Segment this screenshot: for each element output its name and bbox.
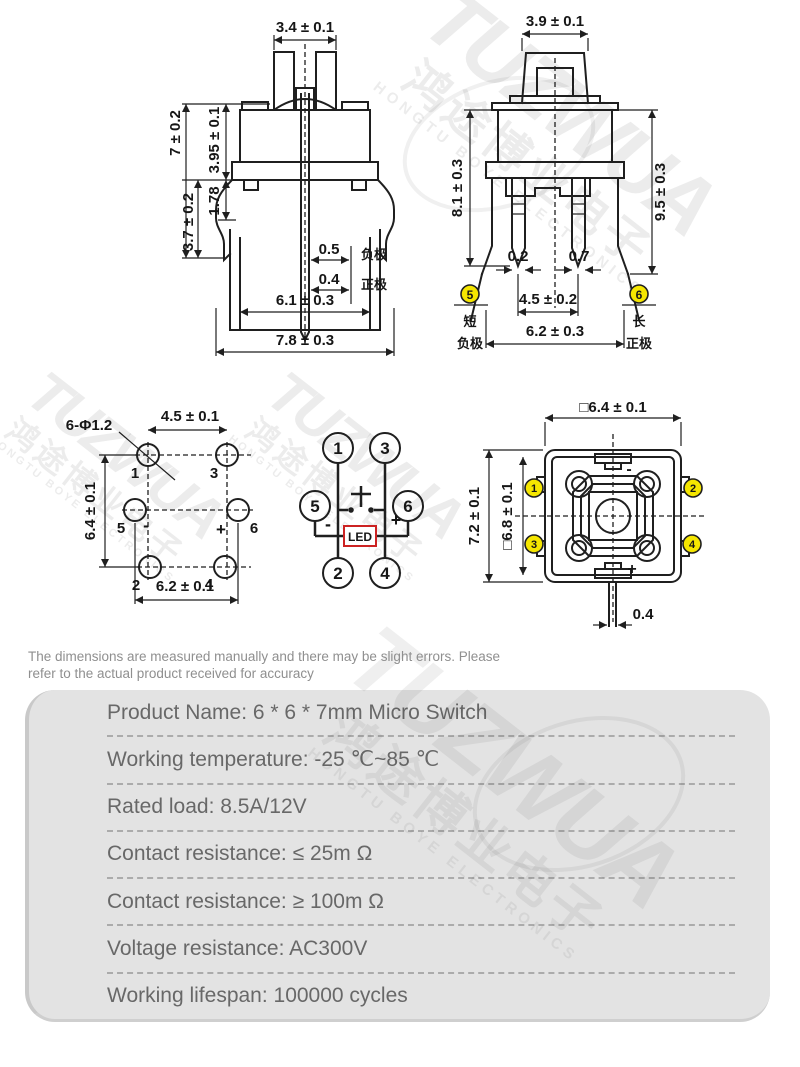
pin2-number: 2: [333, 564, 342, 583]
spec-row-voltage-resistance: Voltage resistance: AC300V: [107, 926, 735, 974]
bottom-pin-numbers: 1 3 5 - 6 + 2 4: [117, 465, 258, 594]
top-switch-outline: [515, 434, 707, 627]
minus-mark: -: [143, 516, 149, 535]
pin4-number: 4: [205, 576, 214, 593]
side-view-drawing: 3.9 ± 0.1 8.1 ± 0.3 9.5 ± 0.3 0.2 0.7 4.…: [449, 13, 669, 351]
dim-label-pin-neg-width: 0.5: [319, 241, 340, 258]
spec-row-rated-load: Rated load: 8.5A/12V: [107, 785, 735, 832]
minus-mark: -: [325, 514, 331, 534]
circuit-diagram: LED 1 3 5 6 2 4 - +: [299, 432, 424, 589]
side-dimensions: 3.9 ± 0.1 8.1 ± 0.3 9.5 ± 0.3 0.2 0.7 4.…: [449, 13, 669, 348]
front-dimensions: 3.4 ± 0.1 7 ± 0.2 3.7 ± 0.2 3.95 ± 0.1 1…: [167, 19, 395, 356]
pin6-number: 6: [250, 520, 258, 537]
disclaimer-note: The dimensions are measured manually and…: [28, 648, 500, 682]
minus-mark: -: [626, 461, 631, 478]
disclaimer-line-1: The dimensions are measured manually and…: [28, 649, 500, 664]
spec-text: Working temperature: -25 ℃~85 ℃: [107, 748, 440, 772]
label-positive-pole: 正极: [361, 277, 388, 292]
dim-label-bottom-top: 4.5 ± 0.1: [161, 408, 219, 425]
disclaimer-line-2: refer to the actual product received for…: [28, 666, 314, 681]
dim-label-front-total-height: 7 ± 0.2: [167, 110, 184, 156]
pin5-pole-label: 负极: [457, 336, 484, 351]
dim-label-top-outer-height: 7.2 ± 0.1: [466, 487, 483, 545]
circuit-wires: LED: [313, 463, 410, 558]
plus-mark: +: [391, 510, 402, 530]
dim-label-bottom-width: 6.2 ± 0.1: [156, 578, 214, 595]
pin6-pole-label: 正极: [626, 336, 653, 351]
dim-label-front-leg-height: 1.78: [206, 186, 223, 215]
dim-label-front-outer-width: 7.8 ± 0.3: [276, 332, 334, 349]
spec-row-contact-resistance-min: Contact resistance: ≥ 100m Ω: [107, 879, 735, 927]
pin6-callout: 6 长 正极: [622, 284, 656, 351]
spec-row-working-lifespan: Working lifespan: 100000 cycles: [107, 974, 735, 1019]
spec-text: Contact resistance: ≤ 25m Ω: [107, 842, 373, 866]
pin1-number: 1: [333, 439, 342, 458]
spec-text: Voltage resistance: AC300V: [107, 937, 368, 961]
dim-label-side-outer-width: 6.2 ± 0.3: [526, 323, 584, 340]
pin4-badge: 4: [689, 539, 696, 551]
dim-label-front-inner-width: 6.1 ± 0.3: [276, 292, 334, 309]
pin6-number: 6: [636, 288, 643, 302]
bottom-dimensions: 6-Φ1.2 4.5 ± 0.1 6.4 ± 0.1 6.2 ± 0.1: [66, 408, 239, 604]
spec-text: Working lifespan: 100000 cycles: [107, 984, 408, 1008]
pin5-number: 5: [467, 288, 474, 302]
spec-text: Rated load: 8.5A/12V: [107, 795, 307, 819]
dim-label-side-left-height: 8.1 ± 0.3: [449, 159, 466, 217]
pin3-number: 3: [210, 465, 218, 482]
spec-row-working-temperature: Working temperature: -25 ℃~85 ℃: [107, 737, 735, 785]
pin6-number: 6: [403, 497, 412, 516]
front-view-drawing: 3.4 ± 0.1 7 ± 0.2 3.7 ± 0.2 3.95 ± 0.1 1…: [167, 19, 395, 356]
circuit-pins: 1 3 5 6 2 4 - +: [299, 432, 424, 589]
bottom-view-drawing: 6-Φ1.2 4.5 ± 0.1 6.4 ± 0.1 6.2 ± 0.1 1 3…: [66, 408, 258, 604]
dim-label-top-inner-height: □6.8 ± 0.1: [499, 482, 516, 549]
dim-label-top-width: □6.4 ± 0.1: [579, 399, 646, 416]
pin1-number: 1: [131, 465, 139, 482]
pin6-length-tag: 长: [632, 314, 646, 329]
pin4-number: 4: [380, 564, 390, 583]
pin5-number: 5: [310, 497, 319, 516]
plus-mark: +: [216, 520, 226, 539]
pin3-badge: 3: [531, 539, 537, 551]
spec-text: Contact resistance: ≥ 100m Ω: [107, 889, 385, 913]
dim-label-front-body-height: 3.95 ± 0.1: [206, 107, 223, 174]
pin5-callout: 5 短 负极: [454, 284, 488, 351]
hole-spec-label: 6-Φ1.2: [66, 417, 113, 434]
dim-label-side-top: 3.9 ± 0.1: [526, 13, 584, 30]
spec-text: Product Name: 6 * 6 * 7mm Micro Switch: [107, 700, 488, 724]
top-dimensions: □6.4 ± 0.1 7.2 ± 0.1 □6.8 ± 0.1 0.4: [466, 399, 682, 629]
spec-row-contact-resistance-max: Contact resistance: ≤ 25m Ω: [107, 832, 735, 880]
spec-row-product-name: Product Name: 6 * 6 * 7mm Micro Switch: [107, 690, 735, 738]
led-label: LED: [348, 530, 372, 544]
dim-label-front-top: 3.4 ± 0.1: [276, 19, 334, 36]
pin2-number: 2: [132, 577, 140, 594]
bottom-pin-holes: [118, 431, 253, 580]
plus-mark: +: [627, 561, 636, 578]
dim-label-pin-left-width: 0.2: [508, 248, 529, 265]
pin5-number: 5: [117, 520, 125, 537]
label-negative-pole: 负极: [361, 247, 388, 262]
dim-label-bottom-left: 6.4 ± 0.1: [82, 482, 99, 540]
pin2-badge: 2: [690, 483, 696, 495]
dim-label-pin-span: 4.5 ± 0.2: [519, 291, 577, 308]
pin1-badge: 1: [531, 483, 537, 495]
dim-label-pin-pos-width: 0.4: [319, 271, 341, 288]
side-switch-outline: [469, 52, 641, 322]
dim-label-top-pin-width: 0.4: [633, 606, 655, 623]
pin3-number: 3: [380, 439, 389, 458]
pin5-length-tag: 短: [463, 314, 476, 329]
spec-table: Product Name: 6 * 6 * 7mm Micro Switch W…: [25, 690, 770, 1022]
dim-label-front-lower-height: 3.7 ± 0.2: [180, 193, 197, 251]
dim-label-side-right-height: 9.5 ± 0.3: [652, 163, 669, 221]
top-view-drawing: 1 2 3 4 - + □6.4 ± 0.1 7.2 ± 0.1 □6.8 ± …: [466, 399, 707, 629]
dim-label-pin-right-width: 0.7: [569, 248, 590, 265]
